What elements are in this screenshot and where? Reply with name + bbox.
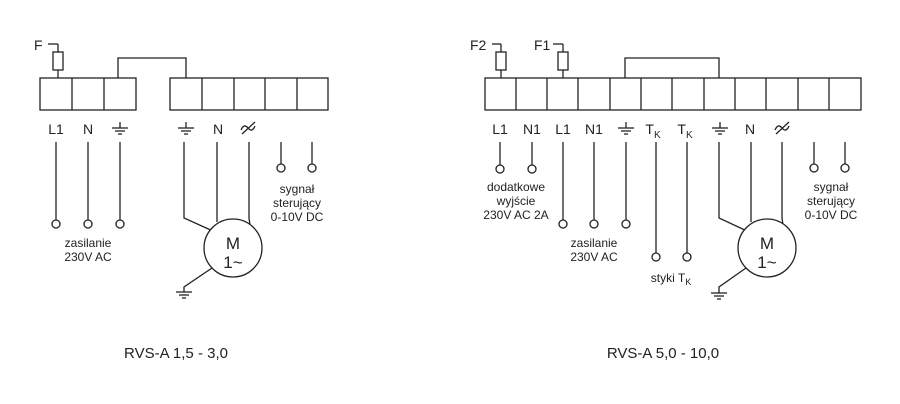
caption-left: RVS-A 1,5 - 3,0 bbox=[124, 345, 228, 362]
supply-terminal bbox=[558, 219, 568, 229]
signal-terminal bbox=[809, 163, 819, 173]
terminal-label: TK bbox=[677, 121, 693, 141]
supply-terminal bbox=[115, 219, 125, 229]
supply-label: 230V AC bbox=[570, 250, 618, 264]
fuse-icon bbox=[495, 51, 507, 71]
fuse-icon bbox=[557, 51, 569, 71]
terminal-label: N bbox=[213, 121, 223, 137]
motor-icon bbox=[203, 218, 263, 278]
extra-output-label: wyjście bbox=[496, 194, 536, 208]
supply-terminal bbox=[589, 219, 599, 229]
signal-terminal bbox=[276, 163, 286, 173]
ground-icon bbox=[178, 122, 194, 135]
signal-terminal bbox=[307, 163, 317, 173]
bridge-wire bbox=[624, 57, 720, 78]
extra-output-label: 230V AC 2A bbox=[483, 208, 548, 222]
signal-label: 0-10V DC bbox=[805, 208, 858, 222]
signal-label: sterujący bbox=[273, 196, 321, 210]
motor-label: M bbox=[760, 234, 774, 253]
fuse-label-f1: F1 bbox=[534, 37, 551, 53]
ground-icon bbox=[112, 122, 128, 135]
terminal-label: TK bbox=[645, 121, 661, 141]
signal-terminal bbox=[840, 163, 850, 173]
motor-label: M bbox=[226, 234, 240, 253]
left-diagram: F L1 N bbox=[34, 37, 329, 362]
fuse-label-f: F bbox=[34, 37, 43, 53]
terminal-label: L1 bbox=[555, 121, 571, 137]
terminal-label: N bbox=[83, 121, 93, 137]
supply-terminal bbox=[83, 219, 93, 229]
terminal-strip bbox=[39, 77, 137, 111]
ground-icon bbox=[176, 291, 192, 299]
motor-ground-wire bbox=[718, 267, 747, 293]
terminal-strip bbox=[169, 77, 329, 111]
terminal-label: N1 bbox=[585, 121, 603, 137]
caption-right: RVS-A 5,0 - 10,0 bbox=[607, 345, 719, 362]
supply-label: 230V AC bbox=[64, 250, 112, 264]
output-terminal bbox=[495, 164, 505, 174]
terminal-block-left-b bbox=[169, 77, 329, 111]
contact-terminal bbox=[651, 252, 661, 262]
motor-ground-wire bbox=[183, 267, 213, 292]
terminal-label: L1 bbox=[48, 121, 64, 137]
ground-icon bbox=[618, 122, 634, 135]
supply-label: zasilanie bbox=[65, 236, 112, 250]
right-diagram: F2 F1 L1 N1 L1 N1 bbox=[470, 37, 862, 362]
regulated-output-icon bbox=[240, 121, 256, 135]
supply-terminal bbox=[51, 219, 61, 229]
extra-output-label: dodatkowe bbox=[487, 180, 545, 194]
bridge-wire bbox=[117, 57, 187, 78]
motor-wire bbox=[718, 142, 750, 233]
contact-terminal bbox=[682, 252, 692, 262]
terminal-strip bbox=[484, 77, 862, 111]
supply-label: zasilanie bbox=[571, 236, 618, 250]
terminal-label: N1 bbox=[523, 121, 541, 137]
motor-wire bbox=[248, 142, 251, 226]
regulated-output-icon bbox=[774, 121, 790, 135]
contacts-label: styki TK bbox=[651, 271, 691, 287]
terminal-block-right bbox=[484, 77, 862, 111]
motor-wire bbox=[781, 142, 784, 226]
ground-icon bbox=[711, 292, 727, 300]
signal-label: sygnał bbox=[280, 182, 315, 196]
motor-icon bbox=[737, 218, 797, 278]
ground-icon bbox=[712, 122, 728, 135]
signal-label: 0-10V DC bbox=[271, 210, 324, 224]
supply-terminal bbox=[621, 219, 631, 229]
terminal-block-left-a bbox=[39, 77, 137, 111]
motor-wire bbox=[183, 142, 216, 233]
motor-label: 1~ bbox=[223, 253, 242, 272]
terminal-label: L1 bbox=[492, 121, 508, 137]
fuse-icon bbox=[52, 51, 64, 71]
terminal-label: N bbox=[745, 121, 755, 137]
motor-label: 1~ bbox=[757, 253, 776, 272]
output-terminal bbox=[527, 164, 537, 174]
fuse-label-f2: F2 bbox=[470, 37, 487, 53]
signal-label: sygnał bbox=[814, 180, 849, 194]
signal-label: sterujący bbox=[807, 194, 855, 208]
